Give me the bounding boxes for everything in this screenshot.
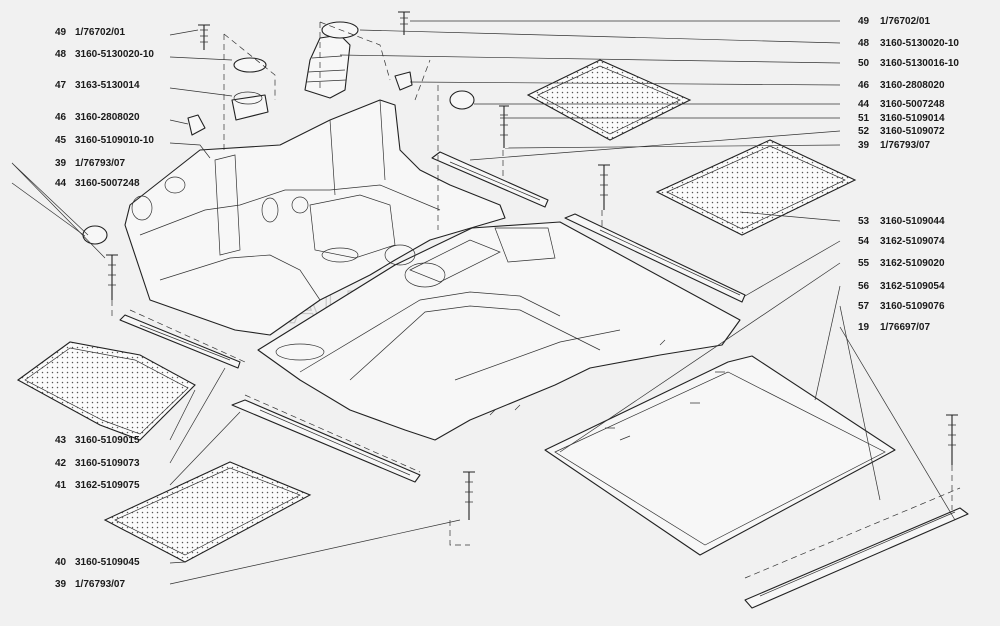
callout-number: 49 — [55, 27, 67, 38]
callout-part-code: 3160-5109015 — [75, 435, 140, 446]
callout-part-code: 3160-5007248 — [75, 178, 140, 189]
callout-number: 53 — [858, 216, 870, 227]
callout-number: 39 — [55, 579, 67, 590]
callout-number: 51 — [858, 113, 870, 124]
callout-number: 48 — [55, 49, 67, 60]
callout-number: 40 — [55, 557, 67, 568]
callout-number: 55 — [858, 258, 870, 269]
main-floor-carpet — [257, 221, 741, 441]
callout-part-code: 3160-5109076 — [880, 301, 945, 312]
small-parts — [82, 21, 475, 245]
callout-part-code: 3160-5109045 — [75, 557, 140, 568]
sill-strips — [119, 151, 969, 609]
callout-part-code: 3160-5130016-10 — [880, 58, 959, 69]
callout-number: 54 — [858, 236, 870, 247]
callout-number: 39 — [858, 140, 870, 151]
callout-part-code: 3160-5109014 — [880, 113, 945, 124]
callout-part-code: 1/76702/01 — [75, 27, 125, 38]
callout-number: 44 — [858, 99, 870, 110]
callout-number: 50 — [858, 58, 870, 69]
callout-part-code: 1/76793/07 — [880, 140, 930, 151]
callout-number: 46 — [55, 112, 67, 123]
callout-number: 19 — [858, 322, 870, 333]
callout-number: 43 — [55, 435, 67, 446]
screws — [106, 11, 958, 520]
callout-part-code: 3160-5109010-10 — [75, 135, 154, 146]
callout-number: 44 — [55, 178, 67, 189]
front-floor-tunnel-carpet — [124, 99, 506, 336]
callout-part-code: 1/76702/01 — [880, 16, 930, 27]
callout-number: 42 — [55, 458, 67, 469]
callout-part-code: 3160-5007248 — [880, 99, 945, 110]
callout-part-code: 3162-5109074 — [880, 236, 945, 247]
callout-number: 57 — [858, 301, 870, 312]
callout-part-code: 3160-5109072 — [880, 126, 945, 137]
callout-part-code: 3160-5109044 — [880, 216, 945, 227]
callout-number: 39 — [55, 158, 67, 169]
callout-part-code: 3162-5109020 — [880, 258, 945, 269]
callout-part-code: 3160-5109073 — [75, 458, 140, 469]
callout-number: 46 — [858, 80, 870, 91]
callout-part-code: 3160-5130020-10 — [880, 38, 959, 49]
callout-number: 45 — [55, 135, 67, 146]
callout-number: 47 — [55, 80, 67, 91]
callout-part-code: 3160-5130020-10 — [75, 49, 154, 60]
callout-number: 52 — [858, 126, 870, 137]
callout-number: 49 — [858, 16, 870, 27]
callouts-right: 49 1/76702/01 48 3160-5130020-10 50 3160-5130… — [858, 16, 959, 333]
callout-number: 41 — [55, 480, 67, 491]
rear-cargo-carpet — [544, 355, 896, 556]
callout-part-code: 3163-5130014 — [75, 80, 140, 91]
assembly-guides — [111, 21, 961, 579]
callout-part-code: 3160-2808020 — [75, 112, 140, 123]
callout-part-code: 1/76793/07 — [75, 579, 125, 590]
callout-part-code: 3162-5109075 — [75, 480, 140, 491]
callout-part-code: 1/76793/07 — [75, 158, 125, 169]
callout-part-code: 3160-2808020 — [880, 80, 945, 91]
callout-part-code: 3162-5109054 — [880, 281, 945, 292]
callout-number: 48 — [858, 38, 870, 49]
callout-number: 56 — [858, 281, 870, 292]
callouts-left: 49 1/76702/01 48 3160-5130020-10 47 3163-5130… — [55, 27, 154, 590]
callout-part-code: 1/76697/07 — [880, 322, 930, 333]
floor-mats — [16, 59, 857, 563]
leader-lines — [11, 20, 956, 585]
